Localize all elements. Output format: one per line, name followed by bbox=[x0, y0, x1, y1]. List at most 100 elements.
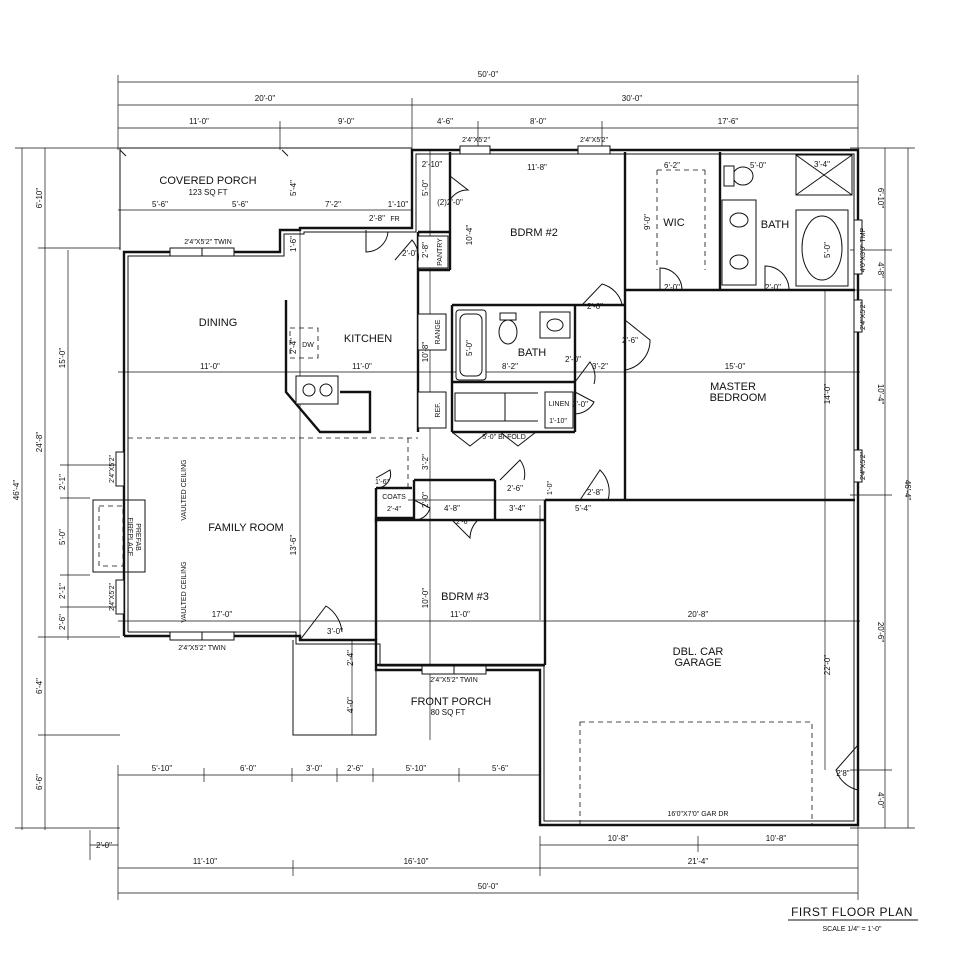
room-dining: DINING bbox=[199, 317, 238, 329]
dim-left-l1: 6'-10" bbox=[35, 188, 44, 209]
dim-hall-5-4: 5'-4" bbox=[575, 504, 591, 513]
dim-left-l4: 6'-6" bbox=[35, 774, 44, 790]
room-kitchen: KITCHEN bbox=[344, 333, 392, 345]
label-dw: DW bbox=[302, 342, 314, 349]
room-wic: WIC bbox=[663, 217, 684, 229]
dim-k-2-0a: 2'-0" bbox=[402, 249, 418, 258]
room-garage-2: GARAGE bbox=[674, 657, 721, 669]
dim-wic-door: 2'-0" bbox=[664, 283, 680, 292]
dim-left-l9: 2'-6" bbox=[58, 614, 67, 630]
dim-hall-2-0: 2'-0" bbox=[421, 492, 430, 508]
window-labels: 2'4"X5'2" TWIN 2'4"X5'2" 2'4"X5'2" 2'4"X… bbox=[109, 137, 867, 684]
dim-b3-w: 11'-0" bbox=[450, 610, 470, 619]
dim-bath-3-2: 3'-2" bbox=[592, 362, 608, 371]
dim-b3-d: 10'-0" bbox=[421, 588, 430, 609]
dim-mb-tub: 5'-0" bbox=[823, 242, 832, 258]
dim-bath-tub: 5'-0" bbox=[465, 340, 474, 356]
dim-porch-4-0: 4'-0" bbox=[346, 697, 355, 713]
dim-hall-5-0: 5'-0" bbox=[421, 180, 430, 196]
dim-bottom-overall: 50'-0" bbox=[478, 882, 499, 891]
label-vaulted-1: VAULTED CEILING bbox=[181, 459, 188, 520]
dim-bottom-b1: 11'-10" bbox=[193, 857, 217, 866]
room-front-porch: FRONT PORCH bbox=[411, 696, 492, 708]
dim-garage-side-door: 2'8" bbox=[836, 769, 849, 778]
room-family: FAMILY ROOM bbox=[208, 522, 283, 534]
label-coats: COATS bbox=[382, 494, 406, 501]
dim-bottom-p2: 6'-0" bbox=[240, 764, 256, 773]
dim-door-2-8: 2'-8" bbox=[587, 488, 603, 497]
dim-top-seg5: 17'-6" bbox=[718, 117, 739, 126]
dim-bottom-left-jog: 2'-0" bbox=[96, 841, 112, 850]
window-label-porch-twin: 2'4"X5'2" TWIN bbox=[184, 239, 232, 246]
label-bifold: 5'-0" BI-FOLD bbox=[482, 434, 526, 441]
dim-master-w: 15'-0" bbox=[725, 362, 746, 371]
dim-coats-1-6: 1'-6" bbox=[375, 479, 389, 486]
window-label-master-b: 2'4"X5'2" bbox=[860, 452, 867, 480]
dim-porch-w2: 5'-6" bbox=[232, 200, 248, 209]
hall-bath-toilet bbox=[498, 319, 518, 345]
dim-garage-d: 22'-0" bbox=[823, 655, 832, 676]
plan-title: FIRST FLOOR PLAN bbox=[791, 905, 913, 919]
dim-hall-3-2: 3'-2" bbox=[421, 454, 430, 470]
dim-right-overall: 46'-4" bbox=[903, 480, 912, 501]
dim-b2-w: 11'-8" bbox=[527, 163, 547, 172]
walls bbox=[92, 147, 860, 827]
room-bdrm2: BDRM #2 bbox=[510, 227, 558, 239]
room-covered-porch: COVERED PORCH bbox=[159, 175, 256, 187]
dim-left-l2: 24'-8" bbox=[35, 432, 44, 453]
label-fireplace-1: PREFAB bbox=[134, 523, 141, 551]
window-label-front-twin: 2'4"X5'2" TWIN bbox=[178, 645, 226, 652]
dim-top-seg3: 4'-6" bbox=[437, 117, 453, 126]
dim-right-r4: 20'-6" bbox=[876, 622, 885, 643]
hall-bath-sink bbox=[539, 311, 571, 339]
dim-hall-2-6: 2'-6" bbox=[456, 519, 470, 526]
room-master-1: MASTER bbox=[710, 381, 756, 393]
label-vaulted-2: VAULTED CEILING bbox=[181, 561, 188, 622]
dim-bath-w: 8'-2" bbox=[502, 362, 518, 371]
dim-garage-w: 20'-8" bbox=[688, 610, 709, 619]
dim-left-l7: 5'-0" bbox=[58, 529, 67, 545]
windows bbox=[115, 145, 863, 675]
label-fireplace-2: FIREPLACE bbox=[126, 518, 133, 557]
dim-wic-d: 9'-0" bbox=[643, 214, 652, 230]
dim-top-seg2: 9'-0" bbox=[338, 117, 354, 126]
dim-right-r1: 6'-10" bbox=[876, 188, 885, 209]
dim-porch-w1: 5'-6" bbox=[152, 200, 168, 209]
fixtures bbox=[455, 154, 853, 381]
room-covered-porch-area: 123 SQ FT bbox=[188, 188, 227, 197]
label-linen: LINEN bbox=[549, 401, 570, 408]
window-label-bdrm2-a: 2'4"X5'2" bbox=[462, 137, 490, 144]
dim-bottom-g1: 10'-8" bbox=[608, 834, 629, 843]
room-garage-1: DBL. CAR bbox=[673, 646, 724, 658]
dim-master-d: 14'-0" bbox=[823, 384, 832, 405]
label-range: RANGE bbox=[435, 319, 442, 344]
dim-bottom-p6: 5'-6" bbox=[492, 764, 508, 773]
dim-hall-2-10: 2'-10" bbox=[422, 160, 443, 169]
window-label-family-b: 2'4"X5'2" bbox=[109, 583, 116, 611]
dim-kitchen-w: 11'-0" bbox=[352, 362, 372, 371]
dim-mb-shower: 3'-4" bbox=[814, 160, 830, 169]
room-master-bath: BATH bbox=[761, 219, 790, 231]
dim-family-w: 17'-0" bbox=[212, 610, 233, 619]
dim-left-l8: 2'-1" bbox=[58, 583, 67, 599]
dim-k-2-8b: 2'-8" bbox=[421, 242, 430, 258]
dim-right-r2: 4'-8" bbox=[876, 262, 885, 278]
label-tmp-window: 4'0"X3'0" TMP bbox=[860, 227, 867, 272]
dim-k-1-6: 1'-6" bbox=[289, 236, 298, 252]
dim-front-door: 3'-0" bbox=[327, 627, 343, 636]
dim-bi-1-0: 1'-0" bbox=[547, 481, 554, 495]
label-pantry: PANTRY bbox=[437, 238, 444, 266]
room-master-2: BEDROOM bbox=[710, 392, 767, 404]
dim-b2-door: 2'-6" bbox=[587, 302, 603, 311]
dim-lin-2-0: 2'-0" bbox=[572, 400, 588, 409]
dim-dining-w: 11'-0" bbox=[200, 362, 220, 371]
dim-right-r3: 10'-4" bbox=[876, 384, 885, 405]
dimension-lines bbox=[15, 75, 915, 900]
dim-k-10-8: 10'-8" bbox=[421, 342, 430, 363]
window-label-master-a: 2'4"X5'2" bbox=[860, 302, 867, 330]
dim-hall-3-4: 3'-4" bbox=[509, 504, 525, 513]
label-garage-door: 16'0"X7'0" GAR DR bbox=[668, 811, 729, 818]
dim-k-2-8: 2'-8" bbox=[369, 214, 385, 223]
dim-lin-1-10: 1'-10" bbox=[549, 418, 567, 425]
dim-top-overall: 50'-0" bbox=[478, 70, 499, 79]
